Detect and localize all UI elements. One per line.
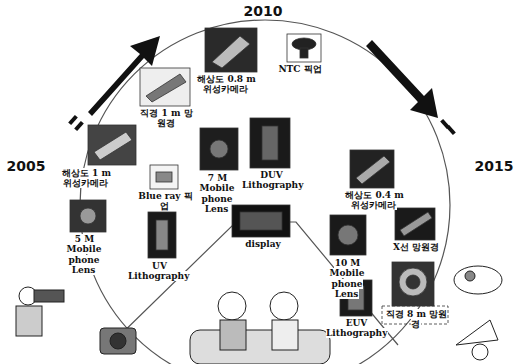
- item-caption: 해상도 0.8 m 위성카메라: [195, 74, 257, 95]
- item-caption: display: [236, 239, 290, 249]
- caption-text: 직경 8 m 망원경: [385, 309, 447, 329]
- caption-text: EUV Lithography: [326, 318, 388, 338]
- item-caption: 직경 1 m 망원경: [135, 108, 197, 129]
- item-caption: 7 M Mobile phone Lens: [190, 173, 244, 214]
- caption-text: 10 M Mobile phone Lens: [330, 258, 365, 299]
- year-label: 2005: [4, 158, 48, 174]
- caption-text: display: [244, 239, 282, 249]
- item-caption: 5 M Mobile phone Lens: [58, 234, 110, 275]
- item-caption: 해상도 0.4 m 위성카메라: [343, 190, 405, 211]
- item-caption: 10 M Mobile phone Lens: [320, 258, 374, 299]
- caption-text: 해상도 0.4 m 위성카메라: [344, 190, 403, 210]
- year-label: 2010: [238, 3, 288, 19]
- caption-text: 직경 1 m 망원경: [139, 108, 192, 128]
- caption-text: NTC 픽업: [277, 64, 322, 74]
- item-caption: EUV Lithography: [326, 318, 386, 339]
- year-label: 2015: [472, 158, 516, 174]
- caption-text: 5 M Mobile phone Lens: [67, 234, 102, 275]
- caption-text: 해상도 0.8 m 위성카메라: [196, 74, 255, 94]
- caption-text: UV Lithography: [128, 261, 190, 281]
- item-caption: 직경 8 m 망원경: [384, 309, 448, 330]
- caption-text: 2005: [6, 158, 47, 174]
- caption-text: 2010: [243, 3, 284, 19]
- item-caption: 해상도 1 m 위성카메라: [55, 168, 117, 189]
- caption-text: 해상도 1 m 위성카메라: [61, 168, 111, 188]
- caption-text: 2015: [474, 158, 515, 174]
- item-caption: NTC 픽업: [275, 64, 325, 74]
- caption-text: 7 M Mobile phone Lens: [200, 173, 235, 214]
- caption-text: Blue ray 픽업: [137, 191, 192, 211]
- caption-text: DUV Lithography: [242, 170, 304, 190]
- item-caption: UV Lithography: [128, 261, 190, 282]
- item-caption: Blue ray 픽업: [136, 191, 194, 212]
- item-caption: X선 망원경: [388, 242, 444, 252]
- item-caption: DUV Lithography: [242, 170, 300, 191]
- caption-text: X선 망원경: [392, 242, 440, 252]
